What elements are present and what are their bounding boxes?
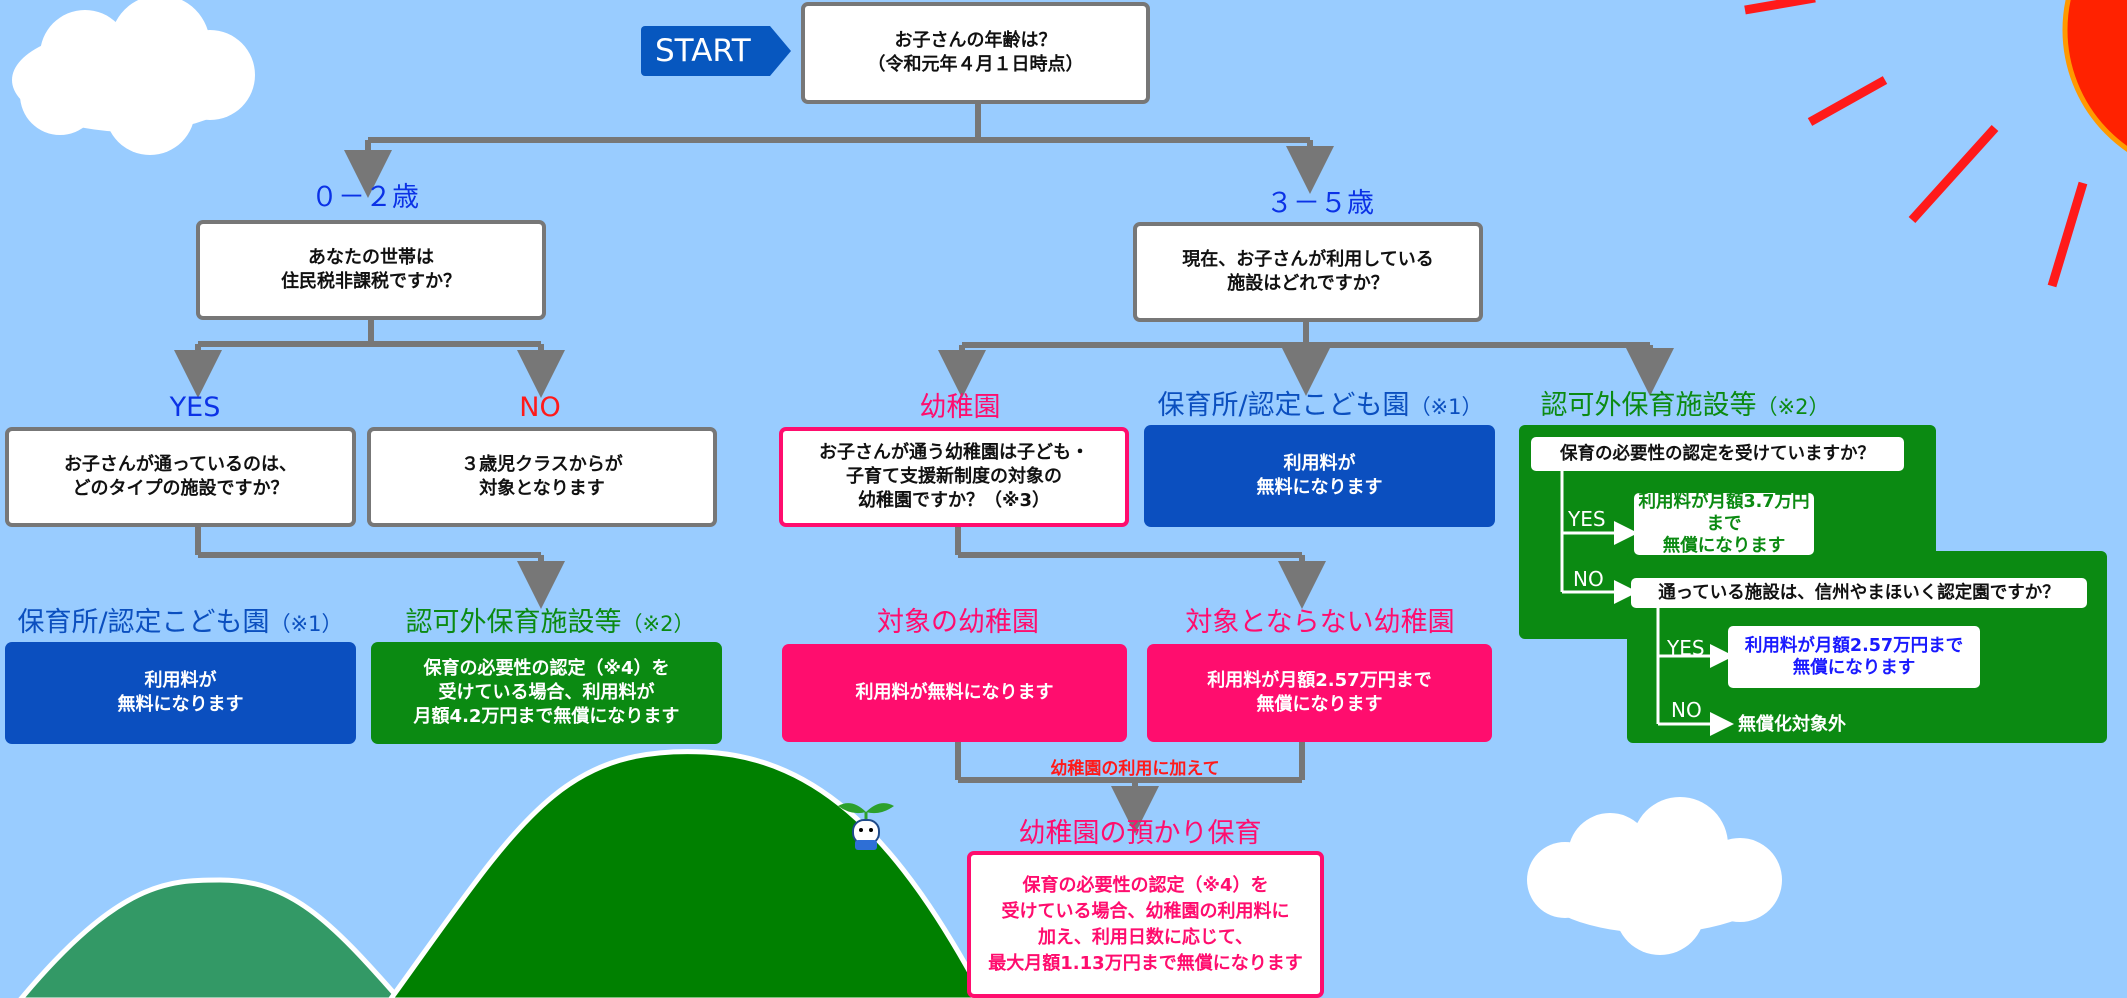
no1-label: NO [1573, 567, 1604, 591]
extended-care-result: 保育の必要性の認定（※4）を 受けている場合、幼稚園の利用料に 加え、利用日数に… [967, 851, 1324, 998]
yes1-result: 利用料が月額3.7万円まで 無償になります [1634, 492, 1814, 556]
start-badge: START [641, 26, 791, 76]
mountain-icon [18, 749, 987, 998]
sprout-character-icon [838, 803, 894, 850]
extended-care-title: 幼稚園の預かり保育 [1018, 818, 1262, 849]
yamahoiku-question: 通っている施設は、信州やまほいく認定園ですか？ [1631, 578, 2087, 608]
certification-question: 保育の必要性の認定を受けていますか？ [1531, 437, 1904, 471]
no2-label: NO [1671, 698, 1702, 722]
facility-type-question-box: お子さんが通っているのは、 どのタイプの施設ですか？ [5, 427, 356, 527]
target-kindergarten-title: 対象の幼稚園 [877, 607, 1039, 638]
age-question-box: お子さんの年齢は？ （令和元年４月１日時点） [801, 2, 1150, 104]
current-facility-question-box: 現在、お子さんが利用している 施設はどれですか？ [1133, 222, 1483, 322]
yes2-label: YES [1667, 636, 1705, 660]
connector-lines [174, 104, 1674, 834]
no2-result: 無償化対象外 [1738, 714, 1846, 735]
nursery-3-5-title: 保育所/認定こども園（※1） [1157, 390, 1483, 421]
non-target-kindergarten-result: 利用料が月額2.57万円まで 無償になります [1147, 644, 1492, 742]
nursery-0-2-title: 保育所/認定こども園（※1） [17, 607, 343, 638]
target-kindergarten-result: 利用料が無料になります [782, 644, 1127, 742]
unlicensed-0-2-result: 保育の必要性の認定（※4）を 受けている場合、利用料が 月額4.2万円まで無償に… [371, 642, 722, 744]
age3-class-result-box: ３歳児クラスからが 対象となります [367, 427, 717, 527]
no-label: NO [519, 392, 561, 423]
yes-label: YES [169, 392, 221, 423]
cloud-icon [12, 0, 255, 155]
cloud-icon [1527, 797, 1782, 955]
kindergarten-label: 幼稚園 [919, 392, 1001, 423]
nursery-0-2-result: 利用料が 無料になります [5, 642, 356, 744]
new-system-question-box: お子さんが通う幼稚園は子ども・ 子育て支援新制度の対象の 幼稚園ですか？（※3） [779, 427, 1129, 527]
nursery-3-5-result: 利用料が 無料になります [1144, 425, 1495, 527]
age-3-5-label: ３－５歳 [1266, 188, 1374, 219]
in-addition-label: 幼稚園の利用に加えて [1050, 759, 1220, 779]
unlicensed-3-5-title: 認可外保育施設等（※2） [1540, 390, 1830, 421]
sun-icon [1744, 0, 2127, 288]
yes1-label: YES [1568, 507, 1606, 531]
age-0-2-label: ０－２歳 [311, 182, 419, 213]
yes2-result: 利用料が月額2.57万円まで 無償になります [1728, 626, 1980, 688]
non-target-kindergarten-title: 対象とならない幼稚園 [1185, 607, 1455, 638]
tax-exempt-question-box: あなたの世帯は 住民税非課税ですか？ [196, 220, 546, 320]
unlicensed-0-2-title: 認可外保育施設等（※2） [405, 607, 695, 638]
